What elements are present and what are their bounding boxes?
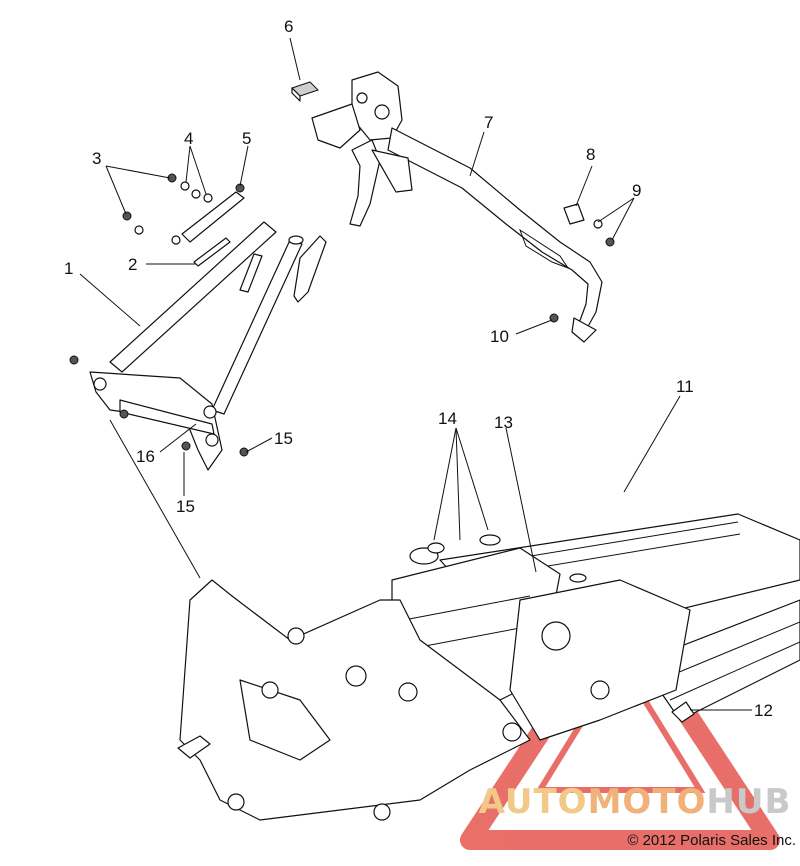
part-1-front-frame — [69, 221, 327, 471]
callout-12: 12 — [754, 701, 773, 720]
watermark-auto: AUTO — [478, 782, 588, 822]
callout-10: 10 — [490, 327, 509, 346]
callout-15-lower: 15 — [176, 497, 195, 516]
callout-6: 6 — [284, 17, 293, 36]
callout-16: 16 — [136, 447, 155, 466]
callout-11: 11 — [676, 377, 694, 396]
part-7-steering-post — [311, 71, 603, 343]
watermark-wordmark: AUTOMOTOHUB — [470, 782, 800, 822]
part-2-rod — [193, 237, 231, 267]
watermark-moto: MOTO — [587, 782, 707, 822]
callout-labels: 1 2 3 4 5 6 7 8 9 10 11 12 13 14 15 15 1… — [64, 17, 773, 720]
callout-2: 2 — [128, 255, 137, 274]
main-chassis — [177, 513, 800, 821]
callout-3: 3 — [92, 149, 101, 168]
watermark-hub: HUB — [706, 782, 792, 822]
fasteners-3-4-5 — [122, 173, 245, 245]
callout-1: 1 — [64, 259, 73, 278]
callout-13: 13 — [494, 413, 513, 432]
leader-lines — [79, 37, 752, 711]
part-6-block — [291, 81, 319, 102]
callout-15-right: 15 — [274, 429, 293, 448]
callout-14: 14 — [438, 409, 457, 428]
callout-8: 8 — [586, 145, 595, 164]
copyright-notice: © 2012 Polaris Sales Inc. — [627, 832, 796, 849]
callout-5: 5 — [242, 129, 251, 148]
callout-4: 4 — [184, 129, 193, 148]
callout-9: 9 — [632, 181, 641, 200]
callout-7: 7 — [484, 113, 493, 132]
